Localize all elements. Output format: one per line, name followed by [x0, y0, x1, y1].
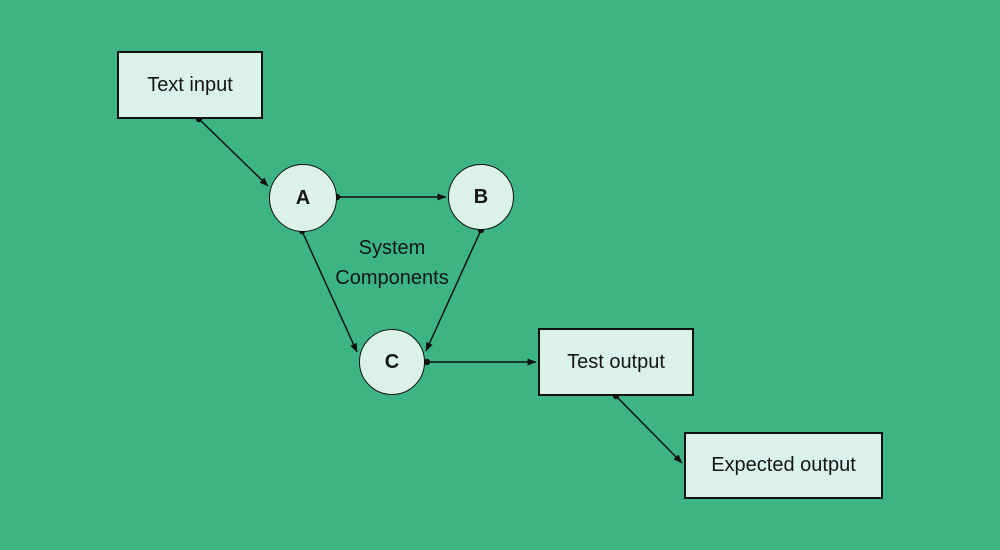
- node-b: B: [448, 164, 514, 230]
- edge-b-to-c: [425, 229, 482, 352]
- system-components-line2: Components: [335, 267, 449, 289]
- system-components-line1: System: [358, 237, 426, 259]
- system-components-label: System Components: [335, 233, 448, 293]
- node-b-label: B: [473, 185, 489, 208]
- node-c-label: C: [384, 350, 400, 373]
- node-c: C: [359, 329, 425, 395]
- edge-source-dot: [423, 358, 431, 366]
- node-expected-output-label: Expected output: [711, 454, 856, 476]
- node-text-input: Text input: [117, 51, 263, 119]
- node-expected-output: Expected output: [684, 432, 883, 499]
- node-a: A: [269, 164, 337, 232]
- node-test-output-label: Test output: [567, 350, 665, 373]
- node-a-label: A: [295, 186, 311, 209]
- node-test-output: Test output: [538, 328, 694, 396]
- edge-test-output-to-expected-output: [615, 395, 683, 464]
- edge-text-input-to-a: [198, 118, 269, 187]
- edge-a-to-c: [301, 230, 358, 353]
- node-text-input-label: Text input: [147, 73, 233, 96]
